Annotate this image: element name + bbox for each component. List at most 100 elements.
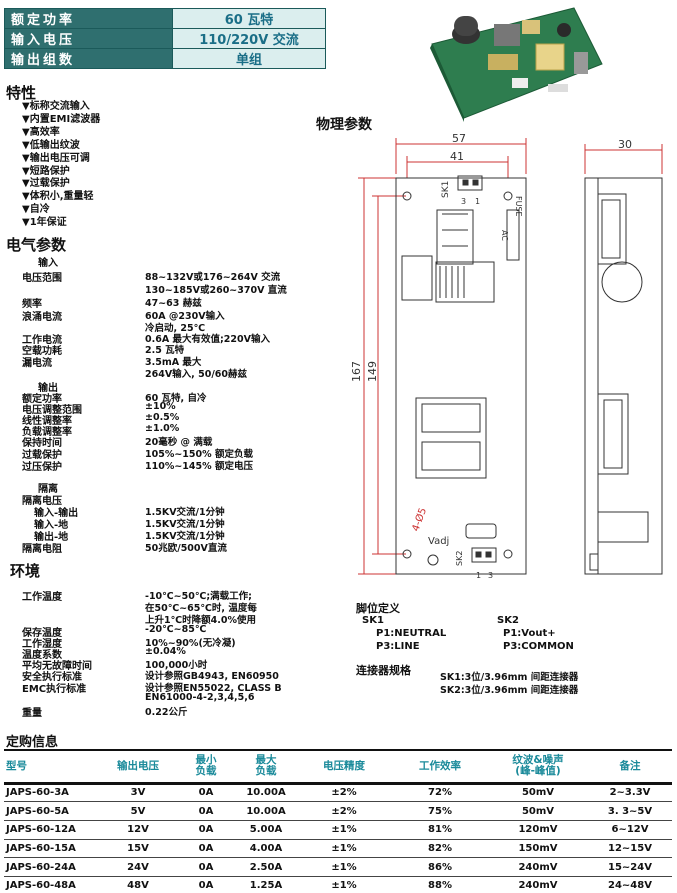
param-label: 输入-地: [34, 520, 69, 531]
param-label: 过压保护: [22, 462, 62, 473]
physical-title: 物理参数: [316, 117, 372, 133]
param-value: 设计参照EN55022, CLASS B: [145, 683, 282, 694]
param-value: 2.5 瓦特: [145, 345, 185, 356]
sk2-title: SK2: [497, 615, 519, 626]
order-header-row: 型号 输出电压 最小 负载 最大 负载 电压精度 工作效率 纹波&噪声 (峰-峰…: [4, 749, 672, 785]
spec-label: 额定功率: [4, 8, 173, 29]
col-header: 最大 负载: [236, 749, 296, 785]
table-row: JAPS-60-5A 5V 0A 10.00A ±2% 75% 50mV 3. …: [4, 801, 672, 821]
cell-model: JAPS-60-48A: [4, 876, 100, 893]
dim-41: 41: [450, 150, 464, 163]
pin-label: 3: [488, 571, 493, 580]
cell-voltage: 12V: [100, 820, 176, 840]
spec-label: 输入电压: [4, 28, 173, 49]
col-header: 纹波&噪声 (峰-峰值): [488, 749, 588, 785]
cell-min-load: 0A: [176, 783, 236, 803]
param-value: ±0.04%: [145, 646, 186, 657]
cell-accuracy: ±1%: [296, 820, 392, 840]
param-label: 隔离电阻: [22, 544, 62, 555]
dim-149: 149: [366, 361, 379, 382]
param-label: 频率: [22, 299, 42, 310]
col-header: 最小 负载: [176, 749, 236, 785]
cell-voltage: 5V: [100, 801, 176, 821]
param-value: 20毫秒 @ 满载: [145, 437, 213, 448]
param-value: 105%~150% 额定负载: [145, 449, 253, 460]
col-header: 型号: [4, 749, 100, 785]
cell-voltage: 48V: [100, 876, 176, 893]
pin-label: 1: [476, 571, 481, 580]
param-label: 线性调整率: [22, 416, 72, 427]
cell-min-load: 0A: [176, 857, 236, 877]
cell-min-load: 0A: [176, 820, 236, 840]
param-value: 47~63 赫兹: [145, 298, 202, 309]
param-value: 冷启动, 25℃: [145, 323, 206, 334]
param-value: 1.5KV交流/1分钟: [145, 507, 225, 518]
product-photo: [430, 7, 603, 122]
param-value: ±1.0%: [145, 423, 180, 434]
cell-note: 12~15V: [588, 839, 672, 859]
param-label: 空载功耗: [22, 346, 62, 357]
cell-note: 3. 3~5V: [588, 801, 672, 821]
feature-item: ▼低输出纹波: [22, 139, 80, 151]
cell-model: JAPS-60-15A: [4, 839, 100, 859]
dim-57: 57: [452, 134, 466, 145]
param-value: 60A @230V输入: [145, 311, 225, 322]
param-value: 3.5mA 最大: [145, 357, 202, 368]
param-value: -10℃~50℃;满载工作;: [145, 591, 252, 602]
feature-item: ▼输出电压可调: [22, 152, 90, 164]
cell-ripple: 50mV: [488, 801, 588, 821]
param-label: 额定功率: [22, 394, 62, 405]
ac-label: AC: [500, 230, 509, 241]
cell-max-load: 5.00A: [236, 820, 296, 840]
cell-model: JAPS-60-5A: [4, 801, 100, 821]
feature-item: ▼高效率: [22, 126, 60, 138]
param-label: 平均无故障时间: [22, 661, 92, 672]
feature-item: ▼自冷: [22, 204, 50, 216]
sk1-label: SK1: [441, 181, 451, 198]
param-value: 设计参照GB4943, EN60950: [145, 671, 279, 682]
param-label: 过载保护: [22, 450, 62, 461]
cell-accuracy: ±1%: [296, 876, 392, 893]
cell-note: 24~48V: [588, 876, 672, 893]
cell-max-load: 2.50A: [236, 857, 296, 877]
cell-min-load: 0A: [176, 801, 236, 821]
param-value: 0.6A 最大有效值;220V输入: [145, 334, 270, 345]
param-value: 88~132V或176~264V 交流: [145, 272, 281, 283]
param-value: 在50℃~65℃时, 温度每: [145, 603, 257, 614]
col-header: 工作效率: [392, 749, 488, 785]
cell-max-load: 4.00A: [236, 839, 296, 859]
param-label: 负载调整率: [22, 427, 72, 438]
cell-ripple: 50mV: [488, 783, 588, 803]
pin-label: 3: [461, 197, 466, 206]
param-label: 输入-输出: [34, 508, 79, 519]
table-row: JAPS-60-3A 3V 0A 10.00A ±2% 72% 50mV 2~3…: [4, 783, 672, 803]
param-label: 工作温度: [22, 592, 62, 603]
isolation-subtitle: 隔离: [38, 484, 58, 495]
cell-efficiency: 75%: [392, 801, 488, 821]
spec-value: 110/220V 交流: [172, 28, 326, 49]
param-value: 50兆欧/500V直流: [145, 543, 227, 554]
param-value: 上升1℃时降额4.0%使用: [145, 615, 256, 626]
output-subtitle: 输出: [38, 383, 58, 394]
sk2-p3: P3:COMMON: [503, 641, 574, 652]
cell-ripple: 120mV: [488, 820, 588, 840]
environment-title: 环境: [10, 562, 41, 580]
sk2-p1: P1:Vout+: [503, 628, 556, 639]
cell-min-load: 0A: [176, 876, 236, 893]
cell-efficiency: 82%: [392, 839, 488, 859]
param-value: 10%~90%(无冷凝): [145, 638, 236, 649]
cell-efficiency: 86%: [392, 857, 488, 877]
col-header: 电压精度: [296, 749, 392, 785]
param-value: ±0.5%: [145, 412, 180, 423]
cell-voltage: 15V: [100, 839, 176, 859]
cell-model: JAPS-60-12A: [4, 820, 100, 840]
cell-efficiency: 72%: [392, 783, 488, 803]
param-label: 工作电流: [22, 335, 62, 346]
order-table: 型号 输出电压 最小 负载 最大 负载 电压精度 工作效率 纹波&噪声 (峰-峰…: [4, 749, 672, 893]
param-value: 1.5KV交流/1分钟: [145, 531, 225, 542]
param-label: 安全执行标准: [22, 672, 82, 683]
cell-ripple: 240mV: [488, 857, 588, 877]
param-value: 100,000小时: [145, 660, 208, 671]
cell-model: JAPS-60-3A: [4, 783, 100, 803]
order-title: 定购信息: [6, 735, 59, 750]
